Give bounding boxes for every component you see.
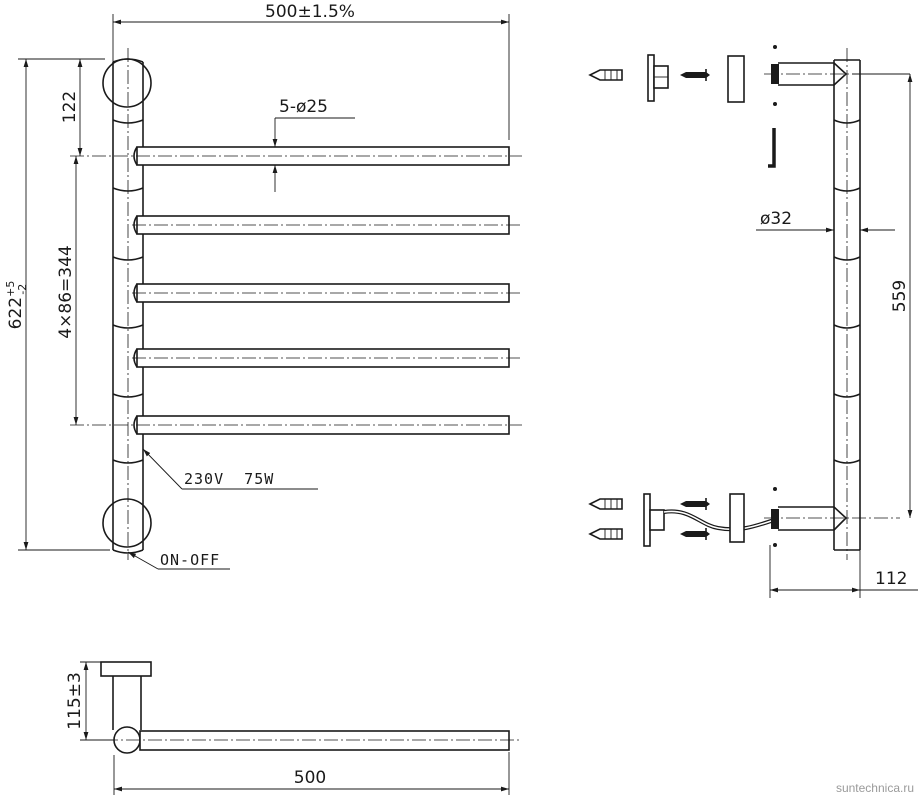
- side-depth-text: 112: [875, 569, 907, 589]
- top-offset-dimension: 122: [60, 58, 83, 156]
- horizontal-bars: [70, 146, 522, 435]
- power-cable-icon: [663, 509, 775, 532]
- screw-icon: [680, 528, 710, 540]
- bar-diameter-dimension: 5-ø25: [272, 97, 355, 192]
- switch-leader: ON-OFF: [127, 551, 230, 570]
- side-height-dimension: 559: [852, 73, 913, 518]
- bar-3: [132, 283, 522, 303]
- hex-key-icon: [768, 128, 776, 168]
- mount-bracket-icon: [647, 54, 669, 102]
- top-width-text: 500: [294, 768, 326, 788]
- top-depth-dimension: 115±3: [65, 661, 114, 741]
- width-dimension: 500±1.5%: [112, 2, 510, 140]
- total-height-tol-upper: +5: [4, 281, 17, 297]
- bottom-connector: [764, 506, 900, 531]
- bar-5: [70, 415, 522, 435]
- vertical-post: [112, 48, 144, 560]
- top-connector: [764, 62, 852, 86]
- top-view: 115±3 500: [65, 661, 522, 795]
- svg-text:622+5-2: 622+5-2: [4, 281, 29, 330]
- pipe-diameter-text: ø32: [760, 209, 792, 229]
- bar-4: [132, 348, 522, 368]
- wall-plate: [100, 661, 152, 677]
- top-width-dimension: 500: [113, 752, 510, 795]
- bar-diameter-text: 5-ø25: [279, 97, 328, 117]
- bottom-flange: [102, 498, 152, 548]
- watermark: suntechnica.ru: [836, 781, 914, 795]
- spacing-dimension: 4×86=344: [56, 156, 79, 425]
- cover-cap-icon: [729, 493, 745, 543]
- total-height-text: 622: [6, 297, 26, 329]
- front-view: 500±1.5% 5-ø25 622+5-2 122 4×86=344: [4, 2, 522, 570]
- width-dimension-text: 500±1.5%: [265, 2, 355, 22]
- wall-plug-icon: [588, 528, 623, 540]
- power-label-leader: 230V 75W: [142, 448, 318, 490]
- side-pipe: [833, 48, 861, 560]
- wall-plug-icon: [588, 498, 623, 510]
- side-height-text: 559: [890, 280, 910, 312]
- top-depth-text: 115±3: [65, 672, 85, 730]
- side-view: ø32 559 112: [588, 45, 918, 598]
- top-offset-text: 122: [60, 91, 80, 123]
- bar-2: [132, 215, 522, 235]
- screw-icon: [680, 498, 710, 510]
- side-depth-dimension: 112: [769, 545, 918, 598]
- screw-icon: [680, 69, 710, 81]
- power-label: 230V 75W: [184, 470, 274, 488]
- pipe-diameter-dimension: ø32: [756, 209, 895, 233]
- top-view-bar: [139, 730, 510, 751]
- cover-cap-icon: [727, 55, 745, 103]
- bottom-mounting-hardware: [588, 487, 779, 547]
- mount-bracket-icon: [643, 493, 665, 547]
- top-mounting-hardware: [588, 45, 779, 168]
- wall-plug-icon: [588, 69, 623, 81]
- total-height-dimension: 622+5-2: [4, 58, 110, 551]
- switch-label: ON-OFF: [160, 551, 220, 569]
- spacing-text: 4×86=344: [56, 245, 76, 338]
- total-height-tol-lower: -2: [16, 284, 29, 295]
- bar-1: [70, 146, 522, 166]
